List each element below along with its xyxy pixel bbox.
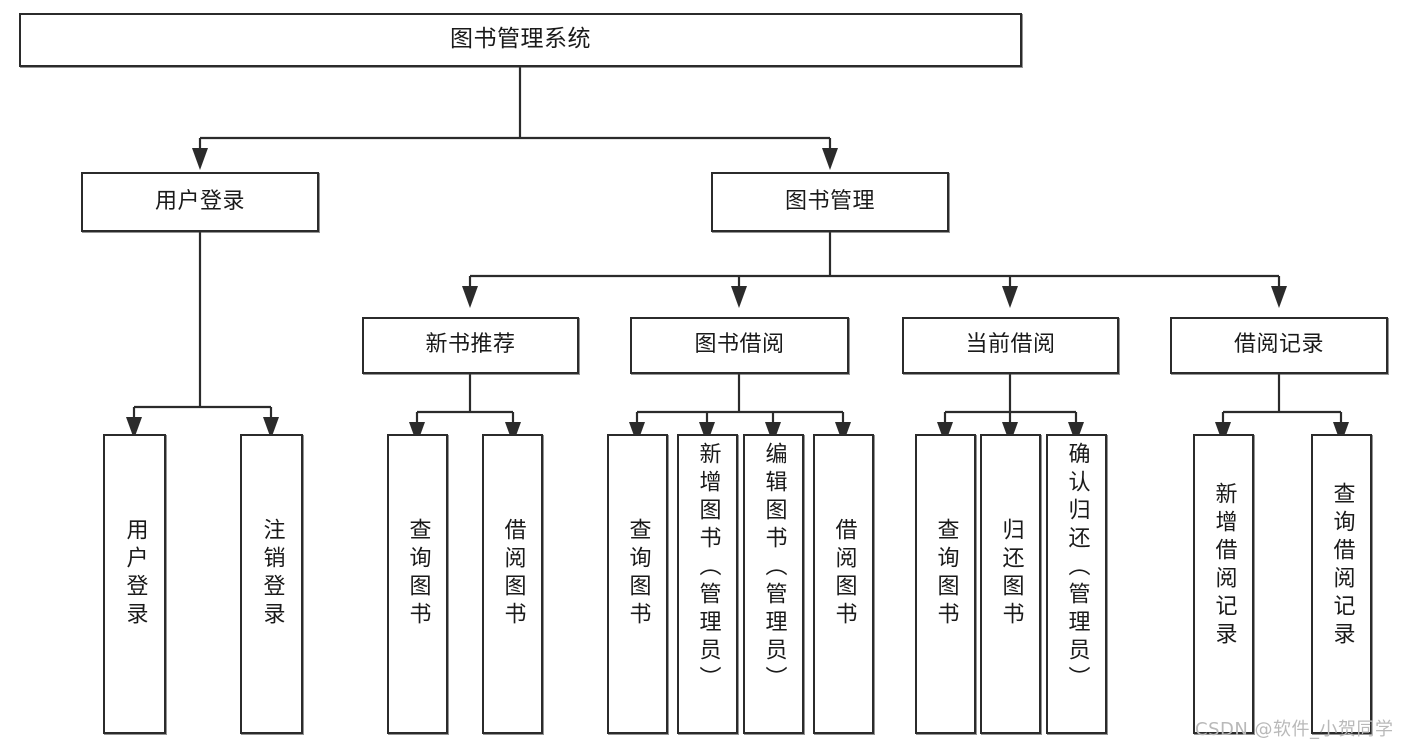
node-leaf-5[interactable]: 新增图书（管理员） [677,434,738,734]
node-label: 归还图书 [998,518,1024,630]
node-label: 注销登录 [259,518,285,630]
node-label: 图书管理系统 [450,26,591,53]
node-leaf-10[interactable]: 确认归还（管理员） [1046,434,1107,734]
node-level2-1[interactable]: 图书借阅 [630,317,849,374]
node-label: 新增图书（管理员） [695,442,721,694]
node-leaf-11[interactable]: 新增借阅记录 [1193,434,1254,734]
node-label: 借阅图书 [500,518,526,630]
node-leaf-12[interactable]: 查询借阅记录 [1311,434,1372,734]
node-label: 用户登录 [122,518,148,630]
node-level2-2[interactable]: 当前借阅 [902,317,1119,374]
node-label: 编辑图书（管理员） [761,442,787,694]
node-label: 图书管理 [784,188,875,214]
node-label: 当前借阅 [965,332,1056,358]
node-root-system[interactable]: 图书管理系统 [19,13,1022,67]
node-leaf-6[interactable]: 编辑图书（管理员） [743,434,804,734]
node-label: 查询借阅记录 [1329,482,1355,650]
node-level2-0[interactable]: 新书推荐 [362,317,579,374]
node-leaf-3[interactable]: 借阅图书 [482,434,543,734]
node-leaf-2[interactable]: 查询图书 [387,434,448,734]
node-leaf-9[interactable]: 归还图书 [980,434,1041,734]
node-label: 查询图书 [405,518,431,630]
node-level1-0[interactable]: 用户登录 [81,172,319,232]
node-label: 新增借阅记录 [1211,482,1237,650]
node-label: 用户登录 [154,188,245,214]
watermark-label: CSDN @软件_小贺同学 [1195,719,1394,740]
node-label: 确认归还（管理员） [1064,442,1090,694]
node-label: 图书借阅 [694,332,785,358]
node-level2-3[interactable]: 借阅记录 [1170,317,1388,374]
node-leaf-8[interactable]: 查询图书 [915,434,976,734]
node-label: 新书推荐 [425,332,516,358]
node-level1-1[interactable]: 图书管理 [711,172,949,232]
node-label: 查询图书 [625,518,651,630]
node-label: 查询图书 [933,518,959,630]
node-label: 借阅记录 [1233,332,1324,358]
node-leaf-1[interactable]: 注销登录 [240,434,303,734]
node-label: 借阅图书 [831,518,857,630]
node-leaf-0[interactable]: 用户登录 [103,434,166,734]
node-leaf-7[interactable]: 借阅图书 [813,434,874,734]
node-leaf-4[interactable]: 查询图书 [607,434,668,734]
